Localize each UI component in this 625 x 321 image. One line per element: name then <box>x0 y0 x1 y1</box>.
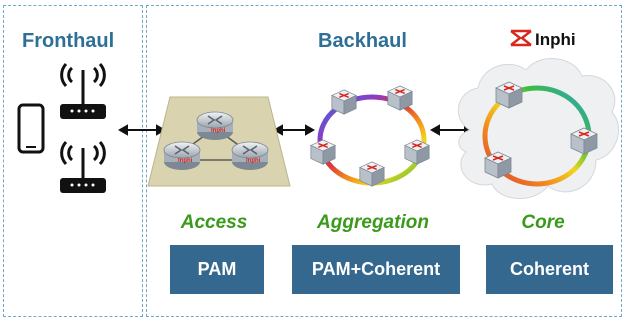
pam-button: PAM <box>170 245 264 294</box>
switch-icon <box>359 161 385 187</box>
segment-core-label: Core <box>521 212 565 233</box>
switch-icon <box>404 139 430 165</box>
inphi-mark-icon <box>510 29 532 47</box>
wifi-router-icon <box>60 62 106 119</box>
logo-text: Inphi <box>535 30 576 49</box>
double-arrow-icon <box>117 124 167 136</box>
inphi-logo: Inphi <box>510 29 576 49</box>
switch-icon <box>484 151 512 179</box>
router-icon <box>196 111 234 141</box>
router-label: Inphi <box>178 158 193 164</box>
double-arrow-icon <box>272 124 316 136</box>
switch-icon <box>331 89 357 115</box>
fronthaul-region <box>3 5 143 317</box>
switch-icon <box>310 139 336 165</box>
switch-icon <box>495 81 523 109</box>
router-label: Inphi <box>211 128 226 134</box>
switch-icon <box>570 127 598 155</box>
switch-icon <box>387 85 413 111</box>
segment-access-label: Access <box>180 212 248 233</box>
coherent-button: Coherent <box>486 245 613 294</box>
backhaul-region <box>146 5 622 317</box>
aggregation-ring <box>310 85 430 187</box>
phone-icon <box>17 103 45 154</box>
backhaul-title: Backhaul <box>318 30 407 52</box>
segment-aggregation-label: Aggregation <box>317 212 429 233</box>
router-icon <box>231 141 269 171</box>
router-label: Inphi <box>246 158 261 164</box>
router-icon <box>163 141 201 171</box>
pam-coherent-button: PAM+Coherent <box>292 245 460 294</box>
wifi-router-icon <box>60 140 106 193</box>
fronthaul-title: Fronthaul <box>22 30 115 52</box>
core-cloud <box>457 58 620 199</box>
access-network: Inphi Inphi Inphi <box>147 96 291 187</box>
